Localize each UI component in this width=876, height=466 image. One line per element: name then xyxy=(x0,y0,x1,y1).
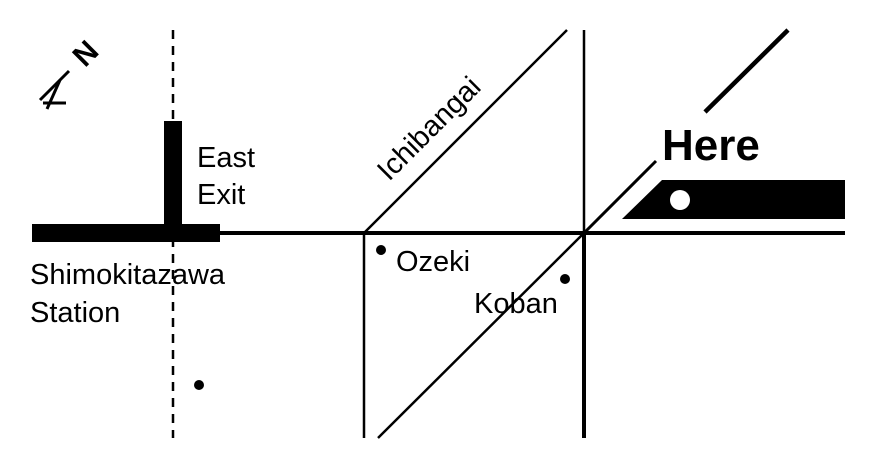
ichibangai-street xyxy=(363,29,568,234)
compass-letter: N xyxy=(67,35,106,74)
lower-diagonal-road xyxy=(377,232,585,439)
dot-marker-icon xyxy=(376,245,386,255)
station-label-line1: Shimokitazawa xyxy=(30,259,226,291)
here-label: Here xyxy=(662,121,760,170)
diagonal-road-upper-right-2 xyxy=(703,28,790,114)
location-marker-icon xyxy=(670,190,690,210)
station-label-line2: Station xyxy=(30,297,120,329)
east-exit-stem xyxy=(164,121,182,231)
east-exit-label-line2: Exit xyxy=(197,179,245,211)
east-exit-label-line1: East xyxy=(197,142,255,174)
dot-marker-icon xyxy=(194,380,204,390)
street-label: Ichibangai xyxy=(371,71,487,187)
dot-marker-icon xyxy=(560,274,570,284)
destination-building xyxy=(622,180,845,219)
koban-label: Koban xyxy=(474,288,558,320)
diagonal-road-upper-right-1 xyxy=(582,159,658,235)
station-platform xyxy=(32,224,220,242)
ozeki-label: Ozeki xyxy=(396,246,470,278)
north-arrow-icon: N xyxy=(38,35,106,110)
